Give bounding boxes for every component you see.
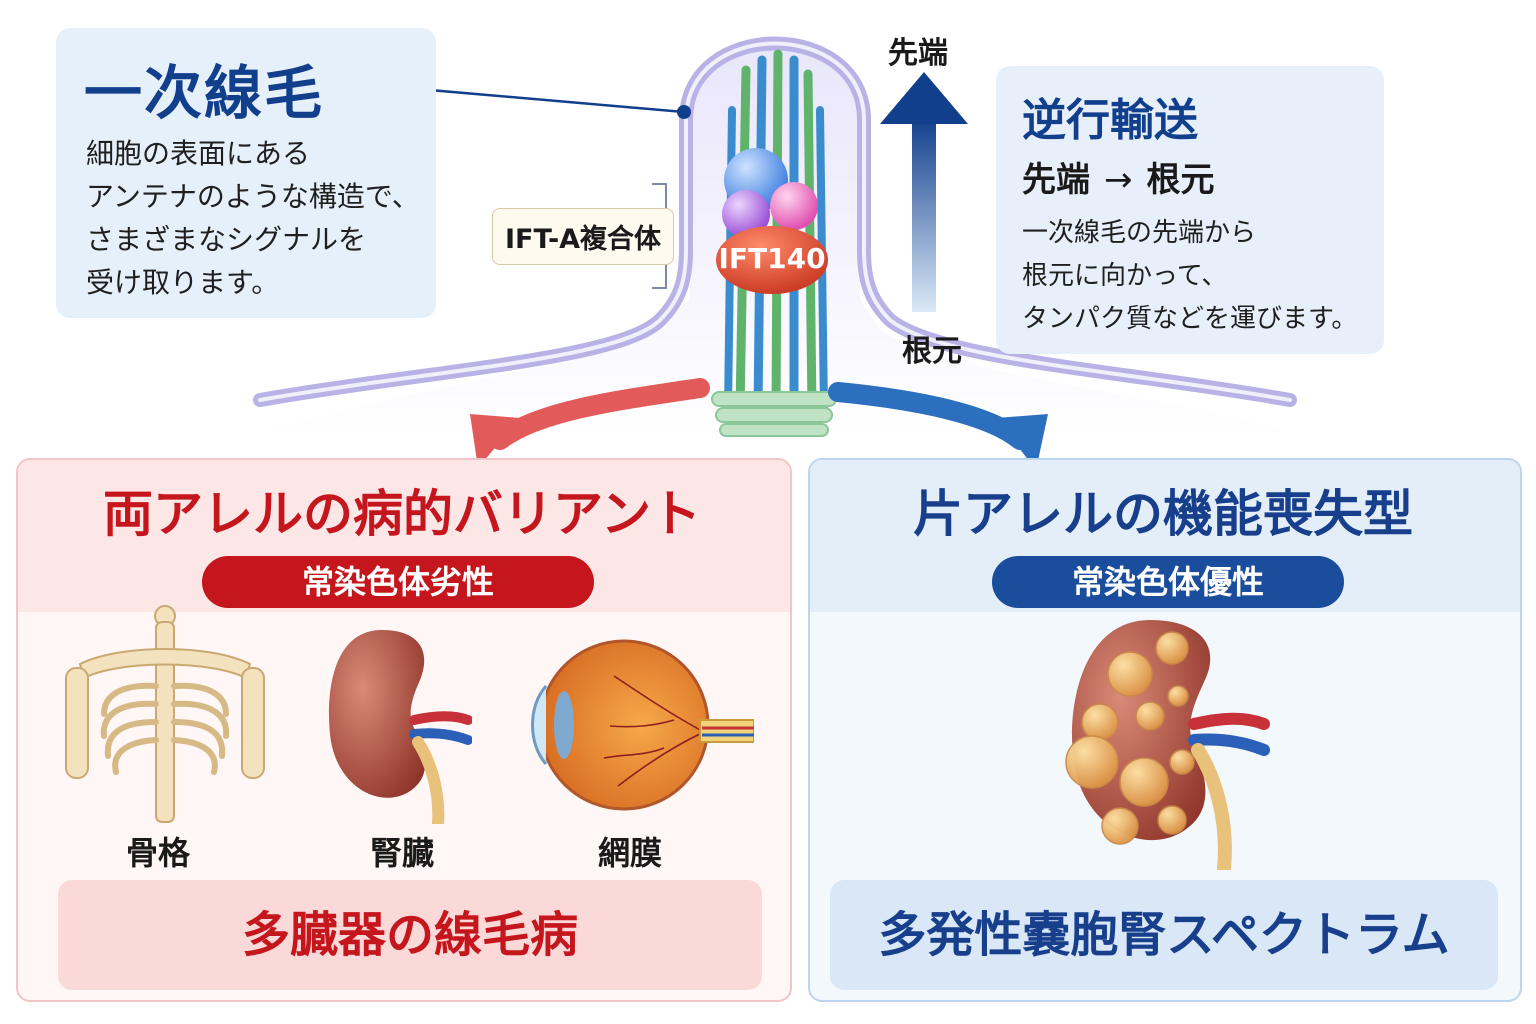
tip-label: 先端 [888,36,948,71]
cilium-description-line: 受け取ります。 [86,266,280,299]
eye-retina-icon [531,639,754,811]
polycystic-kidney-spectrum-result: 多発性嚢胞腎スペクトラム [830,880,1498,990]
transport-description-line: タンパク質などを運びます。 [1022,304,1358,334]
inheritance-badge-recessive: 常染色体劣性 [202,556,594,608]
transport-from: 先端 [1022,160,1090,200]
transport-title: 逆行輸送 [1022,95,1198,146]
basal-body [711,391,837,437]
ift-a-complex-label: IFT-A複合体 [492,208,675,265]
transport-direction: 先端 → 根元 [1022,152,1215,201]
multi-organ-ciliopathy-result: 多臓器の線毛病 [58,880,762,990]
polycystic-kidney-icon [1065,620,1270,870]
kidney-icon [328,630,472,824]
skeleton-icon [65,605,265,823]
ift140-label: IFT140 [718,242,826,275]
cilium-title: 一次線毛 [84,59,325,127]
skeleton-label: 骨格 [125,834,190,872]
retina-label: 網膜 [597,834,662,872]
inheritance-badge-dominant: 常染色体優性 [992,556,1344,608]
cilium-info-box [56,28,436,318]
transport-to: 根元 [1146,160,1215,200]
base-label: 根元 [902,334,962,369]
transport-description: 一次線毛の先端から 根元に向かって、 タンパク質などを運びます。 [1022,212,1374,341]
transport-arrow-icon [880,72,968,312]
kidney-label: 腎臓 [369,834,434,872]
transport-info-box [996,66,1384,354]
ift-complex [716,148,828,294]
left-panel-title: 両アレルの病的バリアント [103,485,701,543]
cilium-description-line: アンテナのような構造で、 [86,180,420,213]
transport-description-line: 一次線毛の先端から [1022,218,1257,248]
microtubules [724,49,828,415]
left-branch-arrow [490,378,710,450]
right-panel-title: 片アレルの機能喪失型 [913,485,1413,543]
cilium-description-line: 細胞の表面にある [86,137,311,170]
cilium-description: 細胞の表面にある アンテナのような構造で、 さまざまなシグナルを 受け取ります。 [86,132,426,304]
cilium-description-line: さまざまなシグナルを [86,223,367,256]
right-arrow-icon: → [1104,160,1133,200]
transport-description-line: 根元に向かって、 [1022,261,1228,291]
